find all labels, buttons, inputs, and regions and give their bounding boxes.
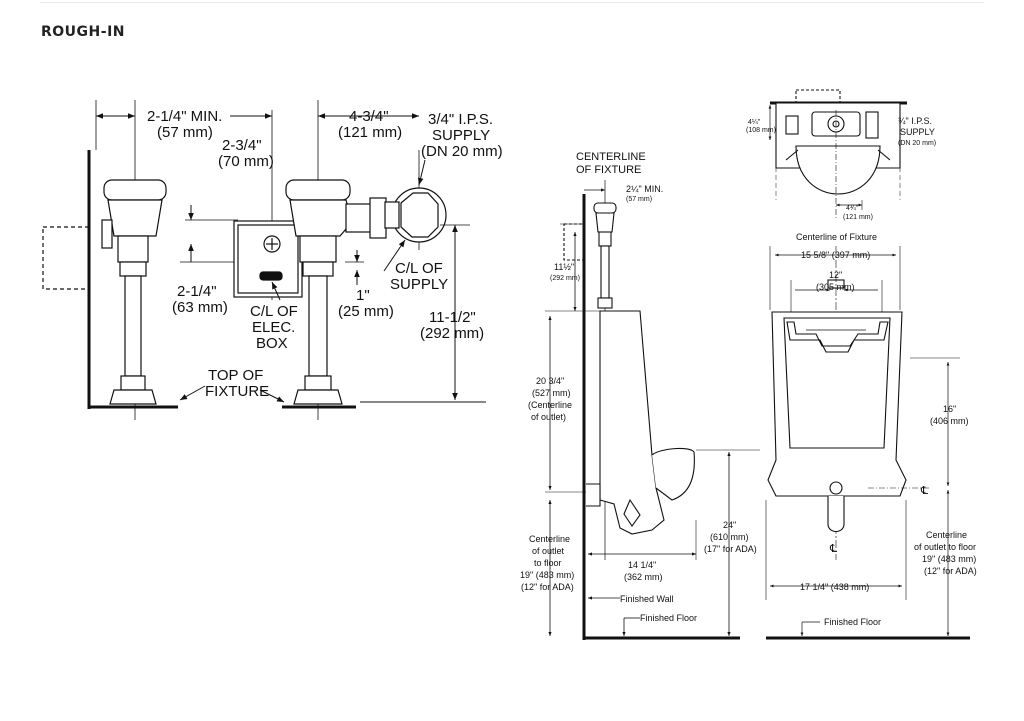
dim-min-line2: (57 mm) xyxy=(157,124,213,141)
front-cl-symbol-right: ℄ xyxy=(920,485,928,497)
side-floor-line4: 19" (483 mm) xyxy=(520,570,574,580)
centerline-line2: OF FIXTURE xyxy=(576,164,641,176)
d610-line3: (17" for ADA) xyxy=(704,544,757,554)
top-d108-line2: (108 mm) xyxy=(746,127,776,134)
dim-25-line1: 1" xyxy=(356,287,370,304)
dim-292-line1: 11-1/2" xyxy=(429,309,476,326)
dim-63-line1: 2-1/4" xyxy=(177,283,217,300)
rough-box-dashed xyxy=(42,226,90,290)
top-d121-line1: 4¾" xyxy=(846,205,859,212)
d292-line2: (292 mm) xyxy=(550,275,580,282)
front-floor-line1: Centerline xyxy=(926,530,967,540)
supply-line1: 3/4" I.P.S. xyxy=(428,111,493,128)
dim-25-line2: (25 mm) xyxy=(338,303,394,320)
side-finished-floor-label: Finished Floor xyxy=(640,613,697,623)
top-supply-line3: (DN 20 mm) xyxy=(898,140,936,147)
front-floor-line2: of outlet to floor xyxy=(914,542,976,552)
supply-fitting xyxy=(384,187,447,243)
supply-line3: (DN 20 mm) xyxy=(421,143,503,160)
front-d406-line1: 16" xyxy=(943,404,956,414)
front-floor-line3: 19" (483 mm) xyxy=(922,554,976,564)
finished-wall-label: Finished Wall xyxy=(620,594,674,604)
front-d305-line1: 12" xyxy=(829,270,842,280)
top-fixture-line1: TOP OF xyxy=(208,367,263,384)
cl-supply-line2: SUPPLY xyxy=(390,276,448,293)
top-fixture-line2: FIXTURE xyxy=(205,383,269,400)
dim-min-line1: 2-1/4" MIN. xyxy=(147,108,222,125)
d610-line1: 24" xyxy=(723,520,736,530)
d292-line1: 11½" xyxy=(554,262,574,272)
elec-line1: C/L OF xyxy=(250,303,298,320)
front-d397: 15 5/8" (397 mm) xyxy=(801,250,870,260)
d527-line1: 20 3/4" xyxy=(536,376,564,386)
urinal-side-elevation xyxy=(545,180,760,640)
d362-line2: (362 mm) xyxy=(624,572,663,582)
min-line1: 2¼" MIN. xyxy=(626,184,663,194)
side-floor-line5: (12" for ADA) xyxy=(521,582,574,592)
flush-valve-elevation xyxy=(42,100,486,420)
front-floor-line4: (12" for ADA) xyxy=(924,566,977,576)
dim-292-line2: (292 mm) xyxy=(420,325,484,342)
side-floor-line2: of outlet xyxy=(532,546,565,556)
d527-line4: of outlet) xyxy=(531,412,566,422)
front-d305-line2: (305 mm) xyxy=(816,282,855,292)
dim-70-line1: 2-3/4" xyxy=(222,137,262,154)
urinal-top-view xyxy=(768,89,907,220)
top-supply-line1: ¾" I.P.S. xyxy=(898,116,932,126)
min-line2: (57 mm) xyxy=(626,196,652,203)
supply-line2: SUPPLY xyxy=(432,127,490,144)
urinal-top-view-labels: 4¼" (108 mm) ¾" I.P.S. SUPPLY (DN 20 mm)… xyxy=(746,116,936,221)
dim-121-line1: 4-3/4" xyxy=(349,108,389,125)
d610-line2: (610 mm) xyxy=(710,532,749,542)
section-title: ROUGH-IN xyxy=(41,24,125,40)
d527-line3: (Centerline xyxy=(528,400,572,410)
elec-line3: BOX xyxy=(256,335,288,352)
urinal-side-labels: CENTERLINE OF FIXTURE 2¼" MIN. (57 mm) 1… xyxy=(520,151,757,623)
cl-supply-line1: C/L OF xyxy=(395,260,443,277)
flush-valve-side xyxy=(101,179,167,405)
urinal-front-elevation xyxy=(765,246,970,640)
dim-121-line2: (121 mm) xyxy=(338,124,402,141)
dim-70-line2: (70 mm) xyxy=(218,153,274,170)
top-supply-line2: SUPPLY xyxy=(900,127,935,137)
side-floor-line1: Centerline xyxy=(529,534,570,544)
front-d438: 17 1/4" (438 mm) xyxy=(800,582,869,592)
front-centerline-fixture: Centerline of Fixture xyxy=(796,232,877,242)
flush-valve-front xyxy=(233,179,387,405)
top-divider xyxy=(40,2,984,3)
urinal-front-labels: Centerline of Fixture 15 5/8" (397 mm) 1… xyxy=(796,232,977,627)
front-cl-symbol-bottom: ℄ xyxy=(829,543,837,555)
elec-line2: ELEC. xyxy=(252,319,295,336)
d527-line2: (527 mm) xyxy=(532,388,571,398)
front-d406-line2: (406 mm) xyxy=(930,416,969,426)
top-d121-line2: (121 mm) xyxy=(843,214,873,221)
centerline-line1: CENTERLINE xyxy=(576,151,646,163)
flush-valve-labels: 2-1/4" MIN. (57 mm) 2-3/4" (70 mm) 4-3/4… xyxy=(147,108,503,400)
front-finished-floor-label: Finished Floor xyxy=(824,617,881,627)
side-floor-line3: to floor xyxy=(534,558,562,568)
dim-63-line2: (63 mm) xyxy=(172,299,228,316)
d362-line1: 14 1/4" xyxy=(628,560,656,570)
top-d108-line1: 4¼" xyxy=(748,119,761,126)
